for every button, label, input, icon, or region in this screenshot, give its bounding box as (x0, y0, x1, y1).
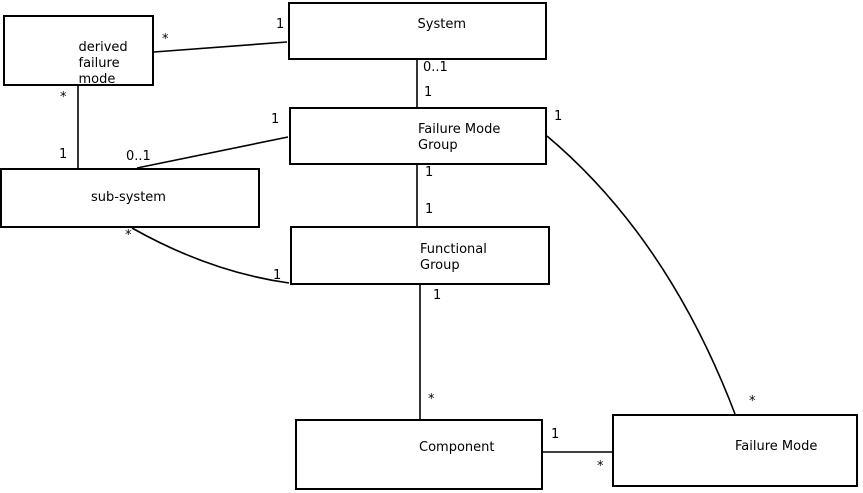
multiplicity-fmg-fg-near-fg: 1 (425, 202, 434, 217)
entity-failure-mode-group[interactable]: Failure Mode Group (289, 107, 547, 165)
multiplicity-subsystem-fg-near-subsystem: * (125, 228, 132, 243)
entity-label-line: failure (78, 56, 120, 71)
entity-derived-failure-mode-label: derived failure mode (79, 40, 128, 88)
entity-failure-mode-label: Failure Mode (735, 439, 817, 455)
multiplicity-fmg-fm-near-fm: * (749, 394, 756, 409)
multiplicity-system-fmg-near-fmg: 1 (424, 85, 433, 100)
multiplicity-fmg-fm-near-fmg: 1 (554, 109, 563, 124)
multiplicity-system-fmg-near-system: 0..1 (423, 60, 448, 75)
entity-label-line: mode (78, 72, 116, 87)
entity-label-line: derived (78, 40, 128, 55)
entity-system-label: System (418, 17, 466, 33)
entity-sub-system[interactable]: sub-system (0, 168, 260, 228)
multiplicity-fmg-subsystem-near-subsystem: 0..1 (126, 149, 151, 164)
multiplicity-fg-component-near-component: * (428, 392, 435, 407)
multiplicity-dfm-subsystem-near-subsystem: 1 (59, 147, 68, 162)
entity-functional-group[interactable]: Functional Group (290, 226, 550, 285)
multiplicity-component-fm-near-component: 1 (551, 427, 560, 442)
entity-component[interactable]: Component (295, 419, 543, 490)
multiplicity-dfm-subsystem-near-dfm: * (60, 90, 67, 105)
multiplicity-fmg-subsystem-near-fmg: 1 (271, 112, 280, 127)
entity-label-line: sub-system (91, 190, 166, 205)
entity-label-line: Failure Mode (418, 122, 501, 137)
multiplicity-dfm-system-near-system: 1 (276, 17, 285, 32)
entity-failure-mode[interactable]: Failure Mode (612, 414, 858, 487)
entity-label-line: Group (418, 138, 458, 153)
entity-derived-failure-mode[interactable]: derived failure mode (3, 15, 154, 88)
entity-label-line: Component (419, 440, 495, 455)
entity-label-line: Failure Mode (735, 439, 818, 454)
entity-label-line: System (417, 17, 466, 32)
entity-sub-system-label: sub-system (91, 190, 166, 206)
entity-component-label: Component (419, 440, 494, 456)
association-line-sub-system--functional-group (131, 227, 290, 284)
multiplicity-component-fm-near-fm: * (597, 459, 604, 474)
entity-system[interactable]: System (288, 2, 547, 60)
multiplicity-fg-component-near-fg: 1 (433, 288, 442, 303)
entity-functional-group-label: Functional Group (420, 242, 487, 274)
multiplicity-fmg-fg-near-fmg: 1 (425, 165, 434, 180)
association-line-derived-failure-mode--system (153, 41, 288, 53)
entity-failure-mode-group-label: Failure Mode Group (418, 122, 500, 154)
entity-label-line: Functional (420, 242, 487, 257)
multiplicity-dfm-system-near-dfm: * (162, 32, 169, 47)
entity-label-line: Group (420, 258, 460, 273)
association-line-failure-mode-group--sub-system (136, 136, 289, 169)
association-line-failure-mode-group--failure-mode (546, 135, 736, 415)
multiplicity-subsystem-fg-near-fg: 1 (273, 268, 282, 283)
